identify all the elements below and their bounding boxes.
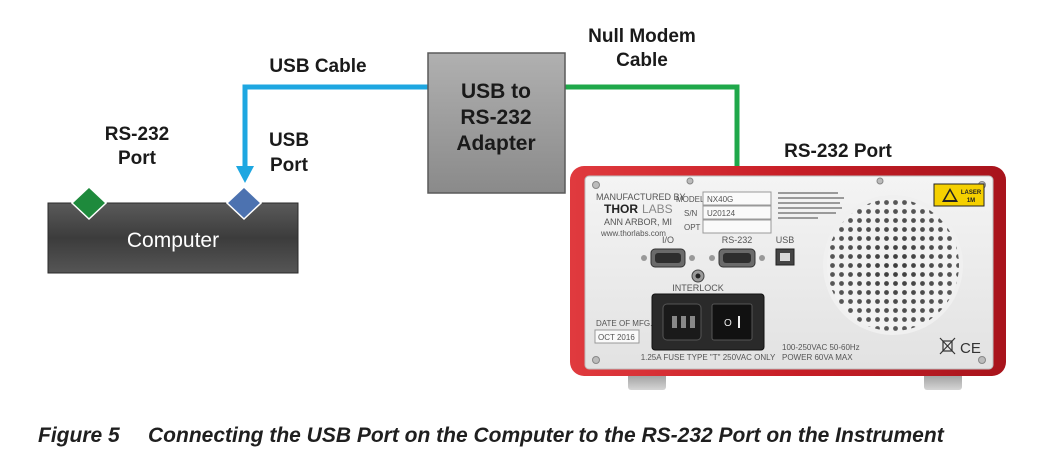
adapter-label-line3: Adapter — [456, 132, 535, 155]
manufacturer-website: www.thorlabs.com — [600, 229, 666, 238]
interlock-label: INTERLOCK — [672, 283, 724, 293]
fan-grille — [823, 195, 963, 335]
computer-usb-label-line1: USB — [269, 130, 309, 151]
power-rating-line1: 100-250VAC 50-60Hz — [782, 343, 860, 352]
io-port-label: I/O — [662, 235, 674, 245]
date-of-mfg-label: DATE OF MFG. — [596, 319, 652, 328]
opt-label: OPT — [684, 223, 701, 232]
date-of-mfg-value: OCT 2016 — [598, 333, 635, 342]
brand-logo-thor: THOR — [604, 202, 638, 216]
adapter-label-line1: USB to — [461, 80, 531, 103]
laser-label-line2: 1M — [967, 198, 975, 204]
manufacturer-city: ANN ARBOR, MI — [604, 217, 672, 227]
weee-bin-icon — [939, 337, 956, 355]
computer-rs232-label-line2: Port — [118, 148, 157, 169]
screw-icon — [686, 177, 694, 185]
power-switch-off-glyph: O — [724, 318, 732, 329]
model-field — [702, 191, 772, 206]
adapter-box — [427, 52, 566, 194]
compliance-text — [778, 192, 844, 219]
instrument: MANUFACTURED BY THOR LABS ANN ARBOR, MI … — [570, 166, 1006, 390]
null-modem-label-line2: Cable — [616, 50, 668, 71]
manufactured-by-text: MANUFACTURED BY — [596, 192, 686, 202]
figure-number: Figure 5 — [38, 424, 120, 447]
usb-cable-line — [242, 84, 428, 176]
instrument-rs232-label: RS-232 Port — [784, 141, 892, 162]
power-switch — [711, 303, 753, 341]
usb-to-rs232-adapter: USB to RS-232 Adapter — [427, 52, 566, 194]
laser-warning-label: LASER 1M — [933, 183, 985, 207]
computer-rs232-port — [70, 185, 108, 221]
opt-field — [702, 219, 772, 234]
figure-caption-text: Connecting the USB Port on the Computer … — [148, 424, 944, 447]
rs232-port-label: RS-232 — [722, 235, 753, 245]
usb-cable-label: USB Cable — [269, 56, 366, 77]
sn-field — [702, 205, 772, 220]
screw-icon — [592, 356, 600, 364]
brand-logo-labs: LABS — [642, 202, 673, 216]
screw-icon — [978, 356, 986, 364]
rs232-port — [709, 248, 765, 268]
sn-value: U20124 — [707, 209, 736, 218]
computer: Computer — [47, 185, 299, 274]
null-modem-label-line1: Null Modem — [588, 26, 696, 47]
computer-label: Computer — [127, 229, 219, 252]
usb-port — [775, 248, 795, 266]
model-value: NX40G — [707, 195, 733, 204]
screw-icon — [876, 177, 884, 185]
date-of-mfg-field — [594, 329, 640, 344]
power-rating-line2: POWER 60VA MAX — [782, 353, 853, 362]
interlock-jack — [691, 269, 705, 283]
computer-usb-label-line2: Port — [270, 155, 309, 176]
computer-usb-port — [225, 185, 263, 221]
fuse-rating-text: 1.25A FUSE TYPE "T" 250VAC ONLY — [641, 353, 776, 362]
power-entry-module: O — [651, 293, 765, 351]
computer-box — [47, 202, 299, 274]
power-switch-on-glyph — [738, 316, 740, 328]
sn-label: S/N — [684, 209, 698, 218]
io-port — [641, 248, 695, 268]
usb-port-label: USB — [776, 235, 795, 245]
ce-mark: CE — [960, 340, 981, 357]
laser-label-line1: LASER — [961, 190, 982, 196]
adapter-label-line2: RS-232 — [460, 106, 531, 129]
model-label: MODEL — [676, 195, 705, 204]
screw-icon — [592, 181, 600, 189]
usb-cable — [236, 84, 428, 183]
computer-rs232-label-line1: RS-232 — [105, 124, 169, 145]
usb-cable-arrowhead — [236, 166, 254, 183]
